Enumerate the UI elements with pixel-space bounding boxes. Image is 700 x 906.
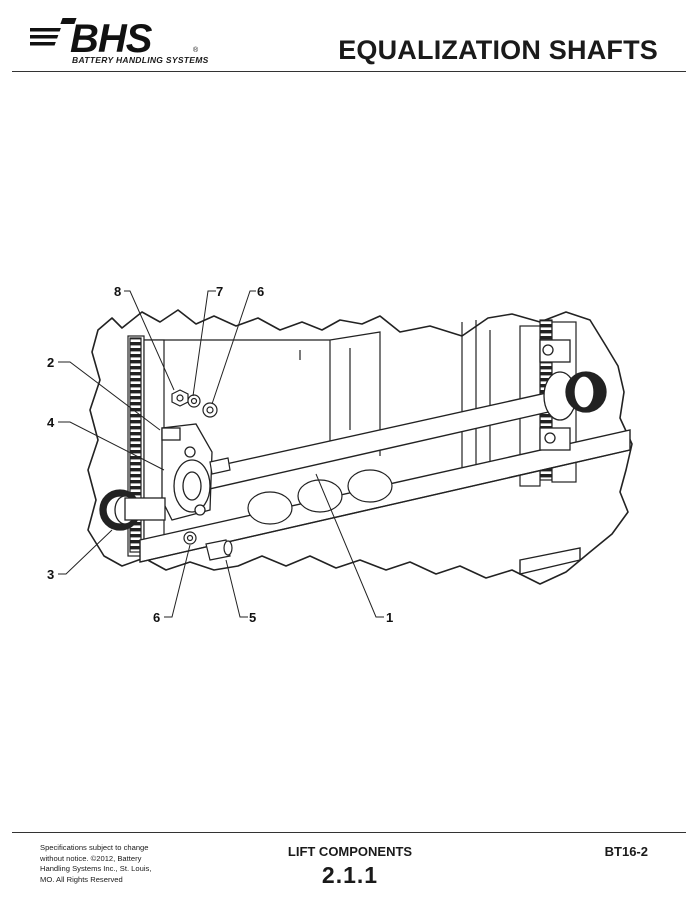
callout-6-lower: 6 — [153, 610, 160, 625]
section-name: LIFT COMPONENTS — [287, 844, 413, 859]
section-number: 2.1.1 — [321, 862, 379, 888]
bhs-logo: BHS ® BATTERY HANDLING SYSTEMS — [30, 14, 210, 66]
footer-divider — [12, 832, 686, 833]
document-code: BT16-2 — [604, 844, 648, 859]
hardware — [171, 389, 233, 561]
hex-bolt — [209, 457, 231, 475]
right-pinion-gear — [565, 371, 607, 413]
callout-1: 1 — [386, 610, 393, 625]
notice-line-1: Specifications subject to change — [40, 843, 149, 852]
callout-5: 5 — [249, 610, 256, 625]
header-divider — [12, 71, 686, 72]
rollers — [247, 469, 393, 525]
notice-line-3: Handling Systems Inc., St. Louis, — [40, 864, 152, 874]
callout-labels: 8 7 6 2 4 3 6 5 1 — [47, 284, 393, 625]
callout-6-upper: 6 — [257, 284, 264, 299]
copyright-notice: Specifications subject to change without… — [40, 843, 152, 885]
left-pinion-gear — [99, 489, 166, 531]
page-title: EQUALIZATION SHAFTS — [338, 35, 658, 65]
bhs-logo-mark: BHS ® — [30, 17, 199, 56]
left-bearing-housing — [161, 423, 213, 521]
callout-2: 2 — [47, 355, 54, 370]
callout-3: 3 — [47, 567, 54, 582]
logo-tagline: BATTERY HANDLING SYSTEMS — [72, 55, 209, 65]
logo-wordmark: BHS — [70, 17, 153, 56]
svg-text:®: ® — [193, 46, 199, 54]
callout-4: 4 — [47, 415, 55, 430]
notice-line-2: without notice. ©2012, Battery — [40, 853, 142, 863]
callout-8: 8 — [114, 284, 121, 299]
rear-frame — [140, 320, 491, 470]
equalization-shaft-diagram: 8 7 6 2 4 3 6 5 1 — [47, 284, 633, 625]
leader-lines — [58, 290, 384, 618]
callout-7: 7 — [216, 284, 223, 299]
notice-line-4: MO. All Rights Reserved — [40, 874, 123, 884]
